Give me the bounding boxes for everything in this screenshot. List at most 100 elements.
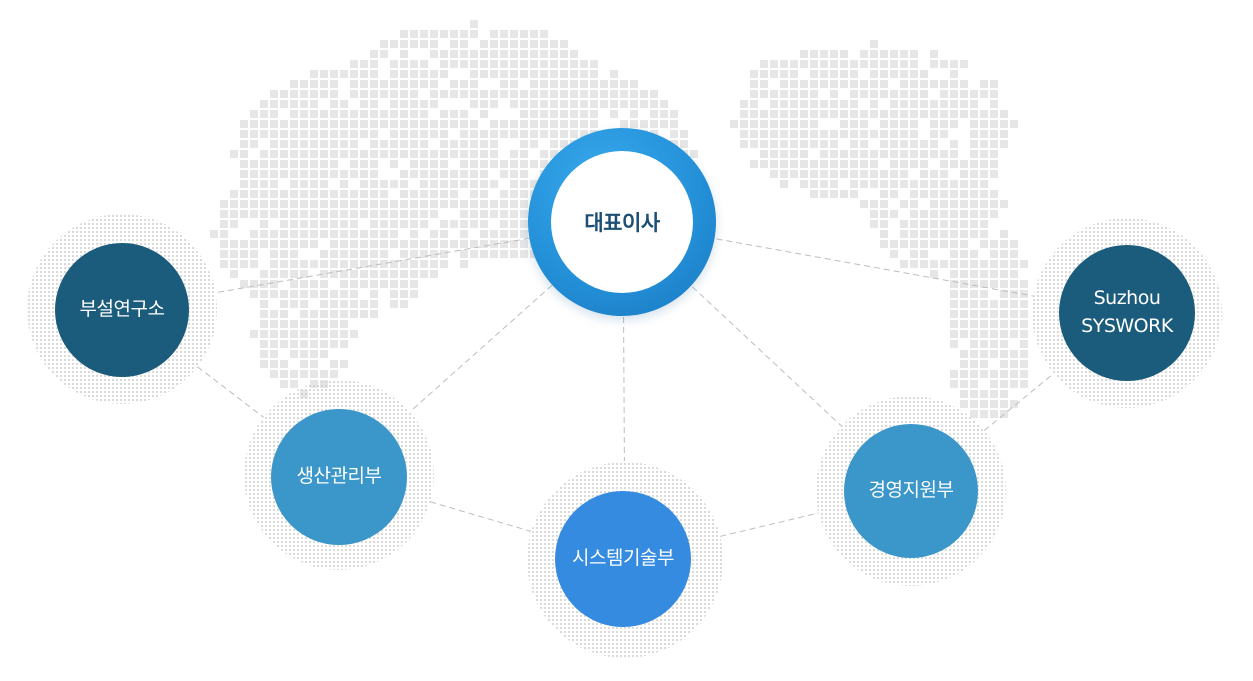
map-pixel	[800, 140, 808, 148]
map-pixel	[640, 90, 648, 98]
map-pixel	[920, 190, 928, 198]
map-pixel	[290, 270, 298, 278]
map-pixel	[610, 80, 618, 88]
map-pixel	[260, 350, 268, 358]
map-pixel	[760, 150, 768, 158]
map-pixel	[580, 110, 588, 118]
map-pixel	[920, 240, 928, 248]
map-pixel	[460, 80, 468, 88]
map-pixel	[510, 70, 518, 78]
map-pixel	[350, 220, 358, 228]
map-pixel	[890, 120, 898, 128]
map-pixel	[430, 40, 438, 48]
map-pixel	[320, 200, 328, 208]
map-pixel	[620, 120, 628, 128]
map-pixel	[830, 50, 838, 58]
map-pixel	[820, 140, 828, 148]
map-pixel	[440, 140, 448, 148]
map-pixel	[540, 110, 548, 118]
map-pixel	[840, 60, 848, 68]
map-pixel	[550, 130, 558, 138]
map-pixel	[990, 340, 998, 348]
map-pixel	[310, 120, 318, 128]
map-pixel	[900, 50, 908, 58]
map-pixel	[400, 270, 408, 278]
map-pixel	[430, 260, 438, 268]
map-pixel	[510, 180, 518, 188]
map-pixel	[250, 170, 258, 178]
map-pixel	[310, 140, 318, 148]
map-pixel	[940, 150, 948, 158]
map-pixel	[480, 50, 488, 58]
map-pixel	[390, 260, 398, 268]
map-pixel	[510, 240, 518, 248]
map-pixel	[320, 70, 328, 78]
org-node-production-management[interactable]: 생산관리부	[244, 380, 434, 570]
map-pixel	[250, 160, 258, 168]
map-pixel	[220, 250, 228, 258]
map-pixel	[230, 240, 238, 248]
map-pixel	[970, 260, 978, 268]
map-pixel	[760, 90, 768, 98]
map-pixel	[970, 210, 978, 218]
map-pixel	[330, 270, 338, 278]
map-pixel	[300, 320, 308, 328]
org-node-management-support[interactable]: 경영지원부	[816, 396, 1006, 586]
map-pixel	[570, 100, 578, 108]
map-pixel	[850, 60, 858, 68]
node-label: 부설연구소	[79, 298, 165, 321]
map-pixel	[300, 360, 308, 368]
map-pixel	[250, 280, 258, 288]
map-pixel	[510, 200, 518, 208]
map-pixel	[270, 370, 278, 378]
org-node-system-technology[interactable]: 시스템기술부	[527, 462, 723, 658]
map-pixel	[250, 180, 258, 188]
map-pixel	[330, 210, 338, 218]
map-pixel	[340, 330, 348, 338]
map-pixel	[340, 260, 348, 268]
map-pixel	[560, 100, 568, 108]
map-pixel	[950, 240, 958, 248]
map-pixel	[540, 130, 548, 138]
map-pixel	[390, 60, 398, 68]
map-pixel	[910, 80, 918, 88]
org-node-research-lab[interactable]: 부설연구소	[27, 214, 217, 404]
map-pixel	[490, 70, 498, 78]
map-pixel	[440, 250, 448, 258]
map-pixel	[990, 270, 998, 278]
map-pixel	[780, 140, 788, 148]
map-pixel	[440, 200, 448, 208]
map-pixel	[900, 70, 908, 78]
map-pixel	[480, 240, 488, 248]
map-pixel	[540, 60, 548, 68]
map-pixel	[340, 170, 348, 178]
map-pixel	[390, 180, 398, 188]
map-pixel	[750, 100, 758, 108]
map-pixel	[780, 90, 788, 98]
org-node-ceo[interactable]: 대표이사	[528, 128, 718, 318]
map-pixel	[900, 120, 908, 128]
map-pixel	[350, 200, 358, 208]
map-pixel	[870, 180, 878, 188]
map-pixel	[1000, 360, 1008, 368]
map-pixel	[530, 30, 538, 38]
map-pixel	[370, 270, 378, 278]
map-pixel	[350, 300, 358, 308]
map-pixel	[390, 80, 398, 88]
map-pixel	[340, 250, 348, 258]
map-pixel	[820, 70, 828, 78]
map-pixel	[260, 290, 268, 298]
map-pixel	[530, 160, 538, 168]
node-label: 시스템기술부	[572, 547, 674, 570]
map-pixel	[860, 170, 868, 178]
map-pixel	[460, 140, 468, 148]
map-pixel	[760, 80, 768, 88]
map-pixel	[600, 90, 608, 98]
org-node-suzhou-syswork[interactable]: Suzhou SYSWORK	[1032, 218, 1222, 408]
map-pixel	[980, 390, 988, 398]
map-pixel	[920, 70, 928, 78]
map-pixel	[780, 180, 788, 188]
map-pixel	[520, 150, 528, 158]
map-pixel	[850, 70, 858, 78]
map-pixel	[390, 210, 398, 218]
